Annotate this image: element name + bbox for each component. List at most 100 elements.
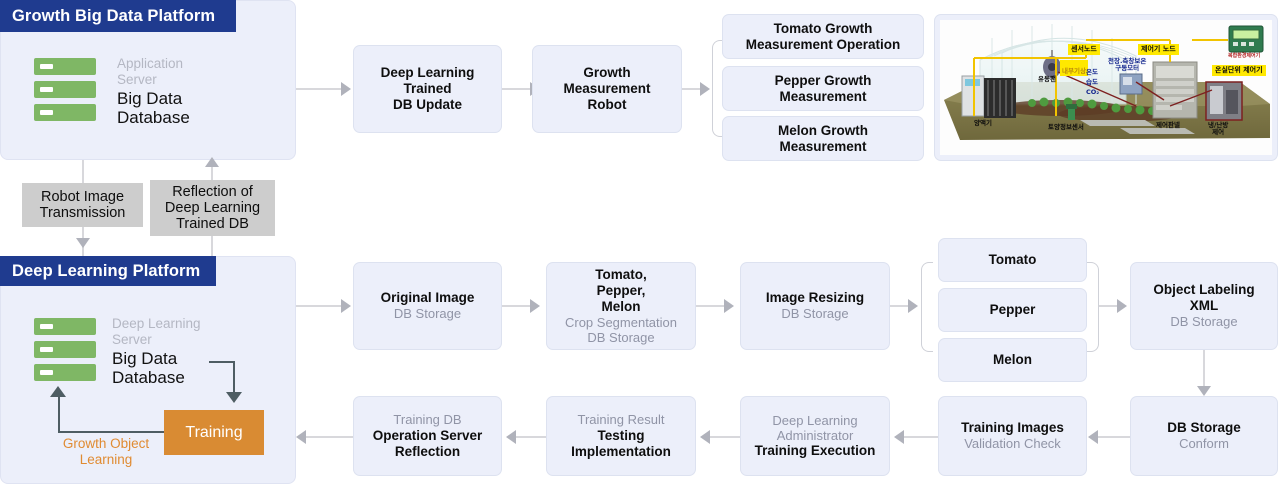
box-growth-measurement-robot[interactable]: Growth Measurement Robot <box>532 45 682 133</box>
greenhouse-illustration-canvas: 센서노드 제어기 노드 온실단위 제어기 복합환경제어기 내부기상 온도 습도 … <box>940 20 1272 155</box>
training-loop-out-line <box>58 392 168 433</box>
box-label-bold: Pepper Growth Measurement <box>774 72 872 104</box>
connector-robot-to-measurement-group <box>682 88 700 90</box>
growth-object-learning-label: Growth Object Learning <box>62 436 150 467</box>
server-rack-icon <box>34 58 96 121</box>
training-loop-in-arrowhead <box>226 392 242 403</box>
box-label-light: Training DB <box>393 412 462 428</box>
box-label-bold: Training Execution <box>754 443 876 459</box>
deep-learning-platform-title-bar: Deep Learning Platform <box>0 256 216 286</box>
connector-testing-to-operation-server <box>516 436 546 438</box>
connector-dl-to-growth-arrowhead <box>205 157 219 167</box>
greenhouse-scene-svg <box>944 24 1270 140</box>
label-control-panel: 제어판넬 <box>1156 121 1180 129</box>
connector-growth-panel-to-db-update <box>296 88 341 90</box>
greenhouse-illustration: 센서노드 제어기 노드 온실단위 제어기 복합환경제어기 내부기상 온도 습도 … <box>934 14 1278 161</box>
connector-db-storage-to-training-images-arrowhead <box>1088 430 1098 444</box>
box-label-bold: Training Images <box>961 420 1064 436</box>
connector-crop-seg-to-image-resizing-arrowhead <box>724 299 734 313</box>
note-reflection-trained-db-label: Reflection of Deep Learning Trained DB <box>164 183 261 233</box>
crop-group-bracket-left <box>921 262 933 352</box>
box-label-bold: Object Labeling XML <box>1153 282 1255 314</box>
connector-original-image-to-crop-seg-arrowhead <box>530 299 540 313</box>
training-loop-out-arrowhead <box>50 386 66 397</box>
box-label-bold: Testing Implementation <box>571 427 671 459</box>
label-internal-weather: 내부기상 <box>1060 60 1088 76</box>
label-device-caption: 복합환경제어기 <box>1228 53 1261 59</box>
connector-db-storage-to-training-images <box>1098 436 1130 438</box>
label-hvac-control: 냉/난방 제어 <box>1208 121 1229 136</box>
box-label-bold: Deep Learning Trained DB Update <box>380 65 475 112</box>
box-crop-tomato[interactable]: Tomato <box>938 238 1087 282</box>
box-tomato-growth-measurement-operation[interactable]: Tomato Growth Measurement Operation <box>722 14 924 59</box>
connector-growth-panel-to-db-update-arrowhead <box>341 82 351 96</box>
box-label-bold: Tomato <box>988 252 1037 268</box>
box-testing-implementation[interactable]: Training Result Testing Implementation <box>546 396 696 476</box>
box-label-bold: Original Image <box>380 290 475 306</box>
box-crop-pepper[interactable]: Pepper <box>938 288 1087 332</box>
connector-dl-panel-to-original-image <box>296 305 341 307</box>
training-block-label: Training <box>185 423 243 441</box>
label-circulation-fan: 유동팬 <box>1038 75 1056 83</box>
measurement-group-bracket <box>712 40 724 137</box>
connector-operation-server-to-dl-panel-arrowhead <box>296 430 306 444</box>
dl-server-role: Deep Learning Server <box>112 316 201 347</box>
growth-platform-title: Growth Big Data Platform <box>12 6 216 25</box>
label-sensor-node: 센서노드 <box>1068 44 1100 55</box>
box-label-bold: Operation Server Reflection <box>372 427 483 459</box>
note-robot-image-transmission: Robot Image Transmission <box>22 183 143 227</box>
server-rack-icon <box>34 318 96 381</box>
box-label-bold: Pepper <box>989 302 1036 318</box>
box-crop-segmentation[interactable]: Tomato, Pepper, Melon Crop Segmentation … <box>546 262 696 350</box>
box-label-bold: Tomato Growth Measurement Operation <box>745 20 901 52</box>
growth-server-role: Application Server <box>117 56 184 87</box>
connector-growth-to-dl-arrowhead <box>76 238 90 248</box>
box-pepper-growth-measurement[interactable]: Pepper Growth Measurement <box>722 66 924 111</box>
box-label-bold: DB Storage <box>1167 420 1241 436</box>
box-db-storage-conform[interactable]: DB Storage Conform <box>1130 396 1278 476</box>
box-image-resizing[interactable]: Image Resizing DB Storage <box>740 262 890 350</box>
box-label-bold: Melon <box>993 352 1032 368</box>
training-block[interactable]: Training <box>164 410 264 455</box>
connector-training-execution-to-testing <box>710 436 740 438</box>
box-crop-melon[interactable]: Melon <box>938 338 1087 382</box>
box-label-bold: Image Resizing <box>765 290 865 306</box>
box-training-execution[interactable]: Deep Learning Administrator Training Exe… <box>740 396 890 476</box>
label-temperature: 온도 <box>1086 68 1098 76</box>
box-label-light: DB Storage <box>781 306 849 322</box>
box-label-bold: Melon Growth Measurement <box>778 122 868 154</box>
connector-image-resizing-to-crop-group-arrowhead <box>908 299 918 313</box>
box-label-light: Conform <box>1179 436 1229 452</box>
box-deep-learning-trained-db-update[interactable]: Deep Learning Trained DB Update <box>353 45 502 133</box>
connector-operation-server-to-dl-panel <box>306 436 353 438</box>
connector-crop-seg-to-image-resizing <box>696 305 724 307</box>
box-label-bold: Tomato, Pepper, Melon <box>595 266 647 314</box>
connector-crop-group-to-object-labeling-arrowhead <box>1117 299 1127 313</box>
connector-db-update-to-robot <box>502 88 530 90</box>
box-label-light: Validation Check <box>964 436 1061 452</box>
box-label-light: Crop Segmentation DB Storage <box>564 314 677 345</box>
box-label-light: Training Result <box>577 412 665 428</box>
box-operation-server-reflection[interactable]: Training DB Operation Server Reflection <box>353 396 502 476</box>
box-melon-growth-measurement[interactable]: Melon Growth Measurement <box>722 116 924 161</box>
label-humidity: 습도 <box>1086 78 1098 86</box>
connector-dl-panel-to-original-image-arrowhead <box>341 299 351 313</box>
connector-training-images-to-training-execution-arrowhead <box>894 430 904 444</box>
deep-learning-platform-title: Deep Learning Platform <box>12 261 201 280</box>
label-nutrient-supply: 양액기 <box>974 119 992 127</box>
connector-image-resizing-to-crop-group <box>890 305 908 307</box>
note-reflection-trained-db: Reflection of Deep Learning Trained DB <box>150 180 275 236</box>
box-object-labeling-xml[interactable]: Object Labeling XML DB Storage <box>1130 262 1278 350</box>
box-training-images-validation[interactable]: Training Images Validation Check <box>938 396 1087 476</box>
dl-server-name: Big Data Database <box>112 349 185 388</box>
box-label-bold: Growth Measurement Robot <box>563 65 651 112</box>
growth-platform-title-bar: Growth Big Data Platform <box>0 0 236 32</box>
connector-crop-group-to-object-labeling <box>1099 305 1117 307</box>
connector-object-labeling-to-db-storage <box>1203 350 1205 388</box>
connector-training-images-to-training-execution <box>904 436 938 438</box>
box-label-light: Deep Learning Administrator <box>772 412 858 444</box>
label-co2: CO₂ <box>1086 88 1100 96</box>
box-original-image[interactable]: Original Image DB Storage <box>353 262 502 350</box>
box-label-light: DB Storage <box>393 306 462 322</box>
training-loop-in-line <box>209 361 235 394</box>
